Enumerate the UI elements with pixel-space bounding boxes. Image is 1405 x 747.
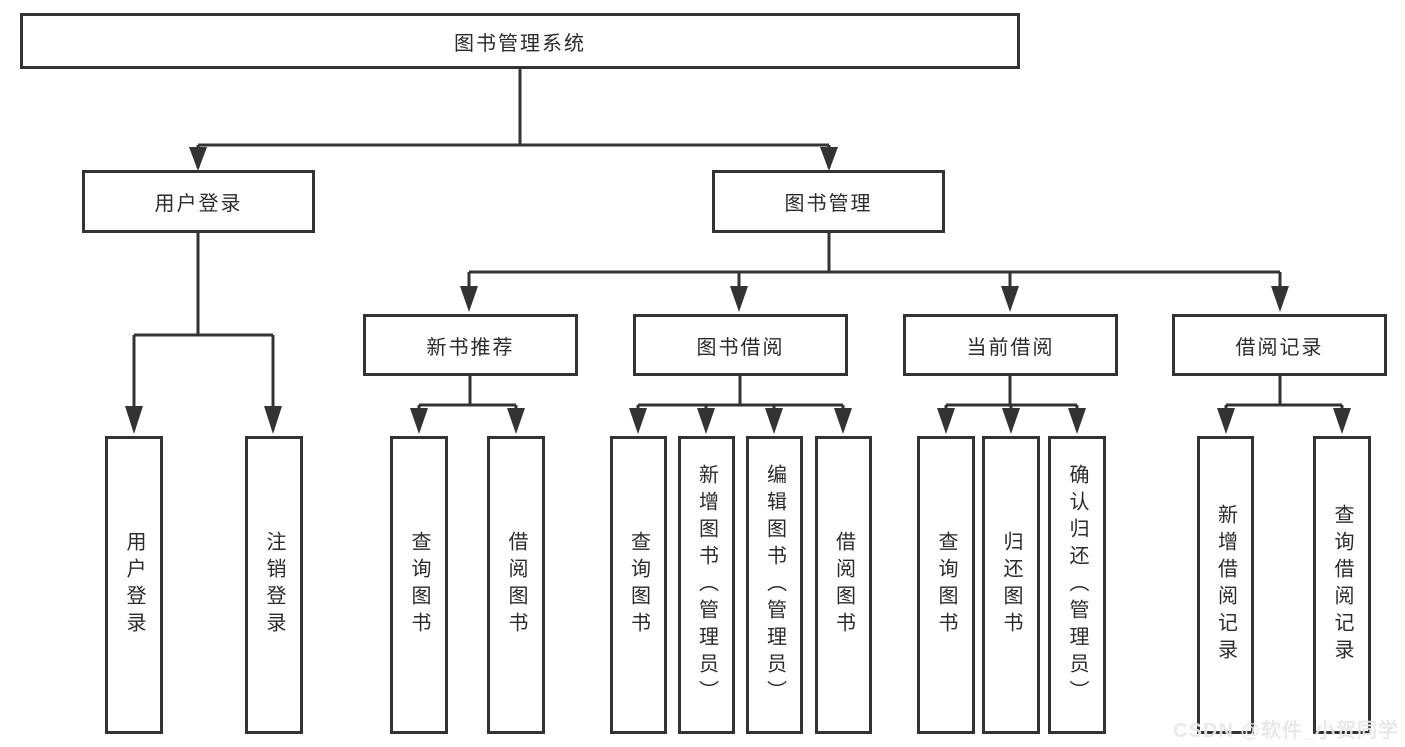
node-label: 图书借阅 <box>696 336 785 359</box>
node-label: 借阅图书 <box>505 531 527 639</box>
node-leaf-confirm-return-admin: 确认归还（管理员） <box>1048 436 1106 734</box>
connector-login-to-leaves <box>125 233 282 434</box>
node-label: 借阅记录 <box>1235 336 1324 359</box>
node-borrowing-records: 借阅记录 <box>1172 314 1387 376</box>
node-label: 用户登录 <box>123 531 145 639</box>
node-leaf-query-books: 查询图书 <box>917 436 975 734</box>
csdn-watermark: CSDN @软件_小贺同学 <box>1173 720 1399 742</box>
node-book-management-branch: 图书管理 <box>712 170 945 233</box>
connector-records-to-leaves <box>1217 376 1351 434</box>
node-label: 查询图书 <box>408 531 430 639</box>
node-leaf-add-books-admin: 新增图书（管理员） <box>678 436 735 734</box>
node-label: 查询图书 <box>935 531 957 639</box>
node-leaf-edit-books-admin: 编辑图书（管理员） <box>746 436 803 734</box>
node-label: 编辑图书（管理员） <box>763 463 786 707</box>
node-label: 注销登录 <box>263 531 285 639</box>
node-leaf-logout: 注销登录 <box>245 436 303 734</box>
node-label: 图书管理系统 <box>454 32 586 55</box>
connector-root-to-branches <box>189 69 838 171</box>
node-label: 查询借阅记录 <box>1331 504 1353 666</box>
connector-mgmt-to-branches <box>460 233 1289 312</box>
connector-borrow-to-leaves <box>629 376 852 434</box>
connector-newbook-to-leaves <box>410 376 525 434</box>
node-leaf-user-login: 用户登录 <box>105 436 163 734</box>
node-leaf-query-books: 查询图书 <box>390 436 448 734</box>
node-label: 确认归还（管理员） <box>1066 463 1088 707</box>
node-label: 图书管理 <box>784 193 873 215</box>
node-label: 借阅图书 <box>832 531 855 639</box>
node-label: 归还图书 <box>1000 531 1022 639</box>
node-leaf-borrow-books: 借阅图书 <box>487 436 545 734</box>
node-current-borrowing: 当前借阅 <box>903 314 1118 376</box>
node-leaf-query-books: 查询图书 <box>610 436 667 734</box>
connector-current-to-leaves <box>937 376 1086 434</box>
node-label: 查询图书 <box>627 531 650 639</box>
node-label: 用户登录 <box>154 193 243 215</box>
node-leaf-query-borrow-record: 查询借阅记录 <box>1313 436 1371 734</box>
node-label: 新书推荐 <box>426 336 515 359</box>
node-label: 新增图书（管理员） <box>695 463 718 707</box>
node-new-book-recommend: 新书推荐 <box>363 314 578 376</box>
node-label: 新增借阅记录 <box>1214 504 1237 666</box>
node-label: 当前借阅 <box>966 336 1055 359</box>
node-user-login-branch: 用户登录 <box>82 170 315 233</box>
node-leaf-borrow-books: 借阅图书 <box>815 436 872 734</box>
node-leaf-return-books: 归还图书 <box>982 436 1040 734</box>
node-book-borrowing: 图书借阅 <box>633 314 848 376</box>
node-leaf-add-borrow-record: 新增借阅记录 <box>1197 436 1254 734</box>
node-library-management-system: 图书管理系统 <box>20 13 1020 69</box>
